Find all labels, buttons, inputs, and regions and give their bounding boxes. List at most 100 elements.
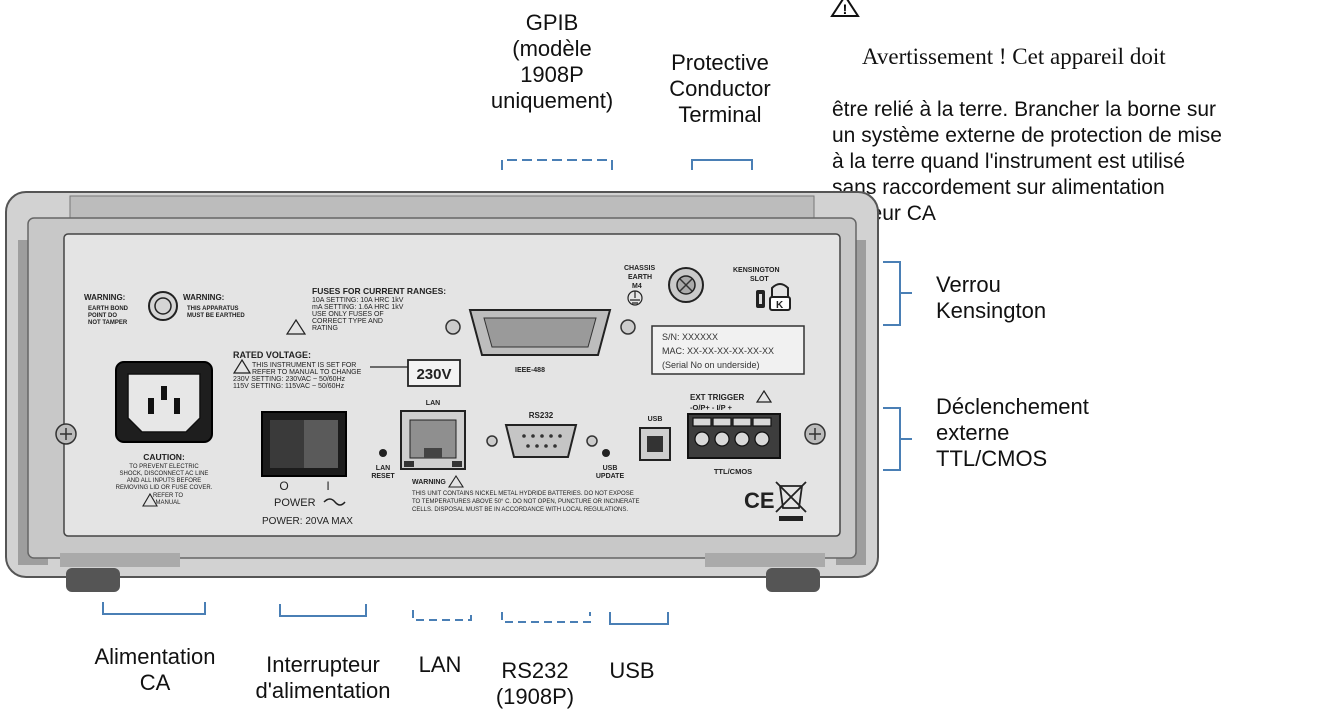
ac-power-bracket	[102, 602, 206, 615]
fuse-warning-icon	[285, 318, 307, 335]
lan-reset-line2: RESET	[371, 473, 395, 480]
callout-brackets	[102, 159, 912, 625]
ac-tilde-icon	[323, 498, 346, 506]
ce-mark: CE	[744, 488, 775, 513]
ttl-label: TTL/CMOS	[714, 467, 752, 476]
ext-trigger-warning-icon	[755, 389, 773, 403]
caution-line6: MANUAL	[155, 500, 181, 506]
chassis-line3: M4	[632, 283, 642, 290]
power-switch-bracket	[279, 604, 367, 617]
caution-line4: REMOVING LID OR FUSE COVER.	[116, 485, 213, 491]
fuses-line4: CORRECT TYPE AND	[312, 318, 383, 325]
usb-port-label: USB	[648, 416, 663, 423]
warning-triangle-icon: !	[830, 0, 860, 17]
warning1-line2: POINT DO	[88, 313, 117, 319]
bottom-trim-left	[60, 553, 180, 567]
rs232-port	[504, 424, 578, 458]
caution-title: CAUTION:	[143, 452, 185, 462]
caution-line2: SHOCK, DISCONNECT AC LINE	[120, 471, 209, 477]
power-label: POWER	[274, 497, 316, 509]
battery-warning-title: WARNING	[412, 479, 446, 486]
warning2-line2: MUST BE EARTHED	[187, 313, 245, 319]
ext-trigger-label: EXT TRIGGER	[690, 393, 744, 402]
fuses-line1: 10A SETTING: 10A HRC 1kV	[312, 297, 404, 304]
caution-line5: REFER TO	[153, 493, 183, 499]
gpib-screw-left	[445, 319, 461, 335]
rated-line1: THIS INSTRUMENT IS SET FOR	[252, 362, 356, 369]
warning2-line1: THIS APPARATUS	[187, 306, 239, 312]
warning2-title: WARNING:	[183, 293, 224, 302]
lan-reset-button	[379, 449, 387, 457]
battery-warning-icon	[447, 474, 465, 488]
power-switch-callout: Interrupteur d'alimentation	[255, 652, 391, 703]
voltage-selector-box	[407, 359, 461, 387]
gpib-callout: GPIB (modèle 1908P uniquement)	[490, 10, 614, 113]
switch-off-label: O	[279, 479, 288, 493]
bottom-trim-right	[705, 553, 825, 567]
voltage-box-label: 230V	[416, 366, 451, 383]
ext-trigger-bracket	[883, 407, 901, 471]
usb-bracket	[609, 612, 669, 625]
fuses-title: FUSES FOR CURRENT RANGES:	[312, 286, 446, 296]
ac-power-callout: Alimentation CA	[94, 644, 216, 695]
protective-bracket	[691, 159, 753, 170]
rated-line2: REFER TO MANUAL TO CHANGE	[252, 369, 362, 376]
serial-line3: (Serial No on underside)	[662, 360, 760, 370]
ext-trigger-pins: -O/P+ - I/P +	[690, 403, 733, 412]
warning-note-first-line: Avertissement ! Cet appareil doit	[862, 44, 1166, 69]
earth-bond-terminal	[148, 291, 178, 321]
power-rating: POWER: 20VA MAX	[262, 516, 353, 527]
rs232-callout: RS232 (1908P)	[495, 658, 575, 709]
lan-callout: LAN	[418, 652, 462, 677]
rated-voltage-title: RATED VOLTAGE:	[233, 350, 311, 360]
chassis-line1: CHASSIS	[624, 265, 655, 272]
svg-text:!: !	[843, 1, 848, 17]
warning1-line1: EARTH BOND	[88, 306, 129, 312]
case-top-trim	[69, 195, 815, 219]
rated-line3: 230V SETTING: 230VAC ~ 50/60Hz	[233, 376, 346, 383]
gpib-bracket	[501, 159, 613, 170]
rated-line4: 115V SETTING: 115VAC ~ 50/60Hz	[233, 383, 345, 390]
warning1-title: WARNING:	[84, 293, 125, 302]
battery-line1: THIS UNIT CONTAINS NICKEL METAL HYDRIDE …	[412, 491, 634, 497]
padlock-icon	[771, 283, 789, 298]
usb-callout: USB	[609, 658, 655, 683]
ext-trigger-callout: Déclenchement externe TTL/CMOS	[936, 394, 1089, 471]
kensington-bracket	[883, 261, 901, 326]
serial-line1: S/N: XXXXXX	[662, 332, 718, 342]
caution-line3: AND ALL INPUTS BEFORE	[127, 478, 201, 484]
lan-reset-line1: LAN	[376, 465, 390, 472]
rs232-port-label: RS232	[529, 411, 554, 420]
switch-on-label: I	[326, 479, 329, 493]
serial-line2: MAC: XX-XX-XX-XX-XX-XX	[662, 346, 774, 356]
caution-line1: TO PREVENT ELECTRIC	[129, 464, 199, 470]
svg-text:K: K	[776, 300, 784, 311]
kensington-line1: KENSINGTON	[733, 267, 780, 274]
fuses-line2: mA SETTING: 1.6A HRC 1kV	[312, 304, 404, 311]
fuses-line3: USE ONLY FUSES OF	[312, 311, 384, 318]
rs232-bracket	[501, 612, 591, 623]
foot-right	[766, 568, 820, 592]
gpib-screw-right	[620, 319, 636, 335]
serial-number-box	[651, 325, 805, 375]
weee-bin-icon	[775, 481, 807, 513]
kensington-line2: SLOT	[750, 276, 769, 283]
usb-update-button	[602, 449, 610, 457]
ieee-label: IEEE-488	[515, 367, 545, 374]
chassis-line2: EARTH	[628, 274, 652, 281]
rated-warning-icon	[232, 358, 252, 374]
lan-bracket	[412, 610, 472, 621]
foot-left	[66, 568, 120, 592]
caution-warning-icon	[142, 492, 158, 507]
usb-update-line1: USB	[603, 465, 618, 472]
warning1-line3: NOT TAMPER	[88, 320, 128, 326]
battery-line3: CELLS. DISPOSAL MUST BE IN ACCORDANCE WI…	[412, 507, 628, 513]
battery-line2: TO TEMPERATURES ABOVE 50° C. DO NOT OPEN…	[412, 499, 640, 505]
usb-update-line2: UPDATE	[596, 473, 625, 480]
fuses-line5: RATING	[312, 325, 338, 332]
protective-conductor-callout: Protective Conductor Terminal	[669, 50, 771, 127]
earth-warning-note: ! Avertissement ! Cet appareil doit être…	[830, 0, 1312, 227]
kensington-lock-callout: Verrou Kensington	[936, 272, 1047, 323]
lan-port-label: LAN	[426, 400, 440, 407]
